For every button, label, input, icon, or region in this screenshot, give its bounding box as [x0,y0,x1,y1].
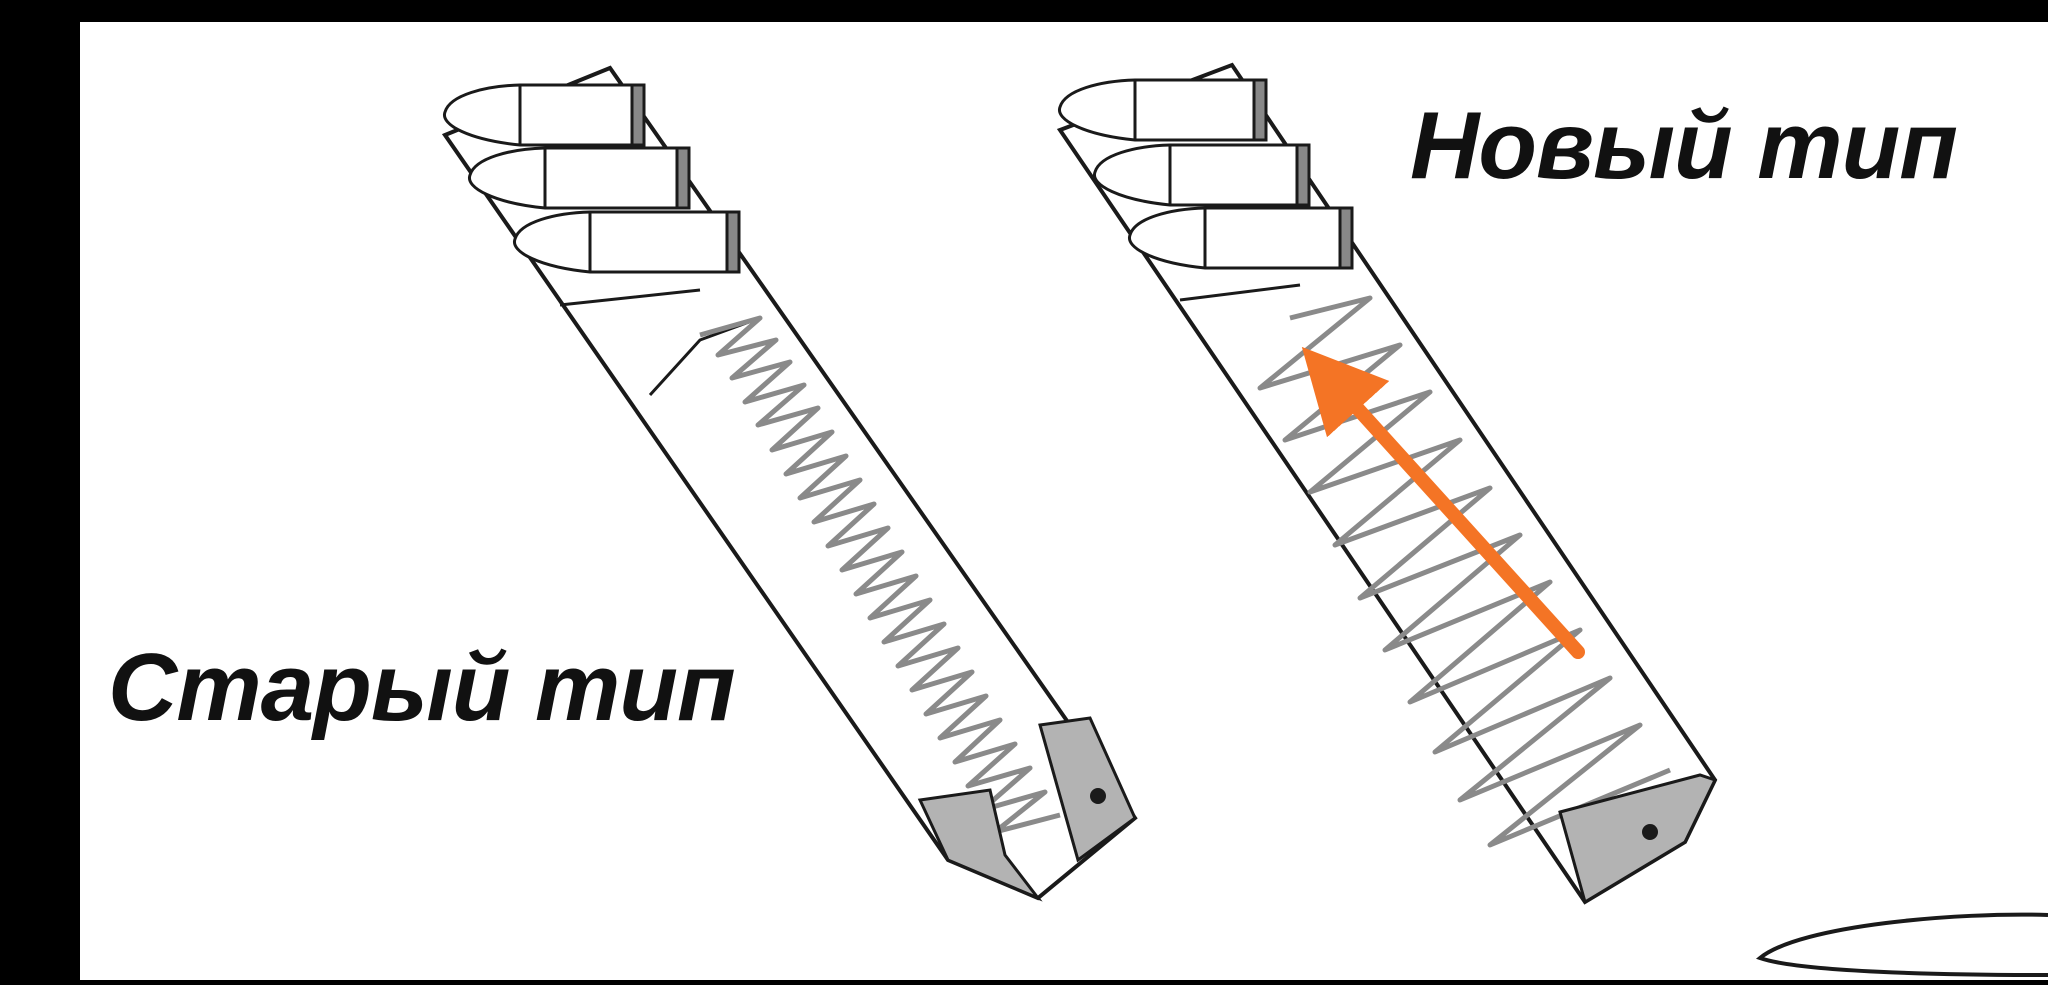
old-floor-pin [1090,788,1106,804]
new-follower [1179,283,1301,302]
new-cartridges [1058,78,1354,270]
old-cartridges [443,83,741,274]
cartridge [1093,143,1311,207]
arrow-up-left-icon [1301,346,1585,659]
cartridge [513,210,741,274]
cartridge [1128,206,1354,270]
new-type-label: Новый тип [1410,92,1958,199]
cartridge [468,146,691,210]
old-floor-lock [1038,716,1137,863]
new-floor-plate [1558,773,1718,905]
old-spring [699,315,1061,835]
new-floor-pin [1642,824,1658,840]
corner-object [1755,912,2048,977]
new-magazine [1056,62,1718,905]
old-magazine [441,65,1138,902]
old-type-label: Старый тип [108,634,736,741]
old-floor-plate [917,788,1043,902]
cartridge [1058,78,1268,142]
cartridge [443,83,646,147]
old-magazine-body [441,65,1138,901]
